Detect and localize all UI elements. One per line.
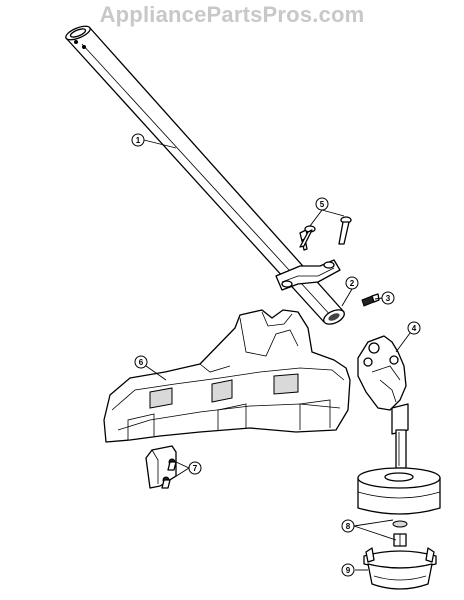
small-screw bbox=[361, 293, 380, 307]
watermark-text: AppliancePartsPros.com bbox=[99, 2, 365, 27]
debris-guard bbox=[103, 309, 351, 443]
callout-1-label: 1 bbox=[136, 136, 141, 145]
callout-9: 9 bbox=[341, 563, 355, 577]
callout-7-label: 7 bbox=[193, 464, 198, 473]
callout-6-label: 6 bbox=[139, 358, 144, 367]
callout-6: 6 bbox=[134, 355, 148, 369]
callout-2-label: 2 bbox=[350, 279, 355, 288]
callout-4: 4 bbox=[407, 321, 421, 335]
shaft-clamp-bracket bbox=[275, 259, 341, 291]
gearbox-head bbox=[357, 335, 409, 469]
callout-4-label: 4 bbox=[412, 324, 417, 333]
callout-3: 3 bbox=[381, 291, 395, 305]
callout-9-label: 9 bbox=[346, 566, 351, 575]
leader-lines bbox=[143, 139, 414, 571]
callout-2: 2 bbox=[345, 276, 359, 290]
callout-1: 1 bbox=[131, 133, 145, 147]
line-cutter-bracket bbox=[145, 445, 177, 489]
callout-5: 5 bbox=[315, 197, 329, 211]
screw-pair bbox=[299, 216, 352, 251]
callout-5-label: 5 bbox=[320, 200, 325, 209]
callout-3-label: 3 bbox=[386, 294, 391, 303]
callout-7: 7 bbox=[188, 461, 202, 475]
trimmer-spool-hub bbox=[357, 467, 441, 547]
callout-8: 8 bbox=[341, 519, 355, 533]
callout-8-label: 8 bbox=[346, 522, 351, 531]
bump-knob bbox=[363, 547, 437, 590]
